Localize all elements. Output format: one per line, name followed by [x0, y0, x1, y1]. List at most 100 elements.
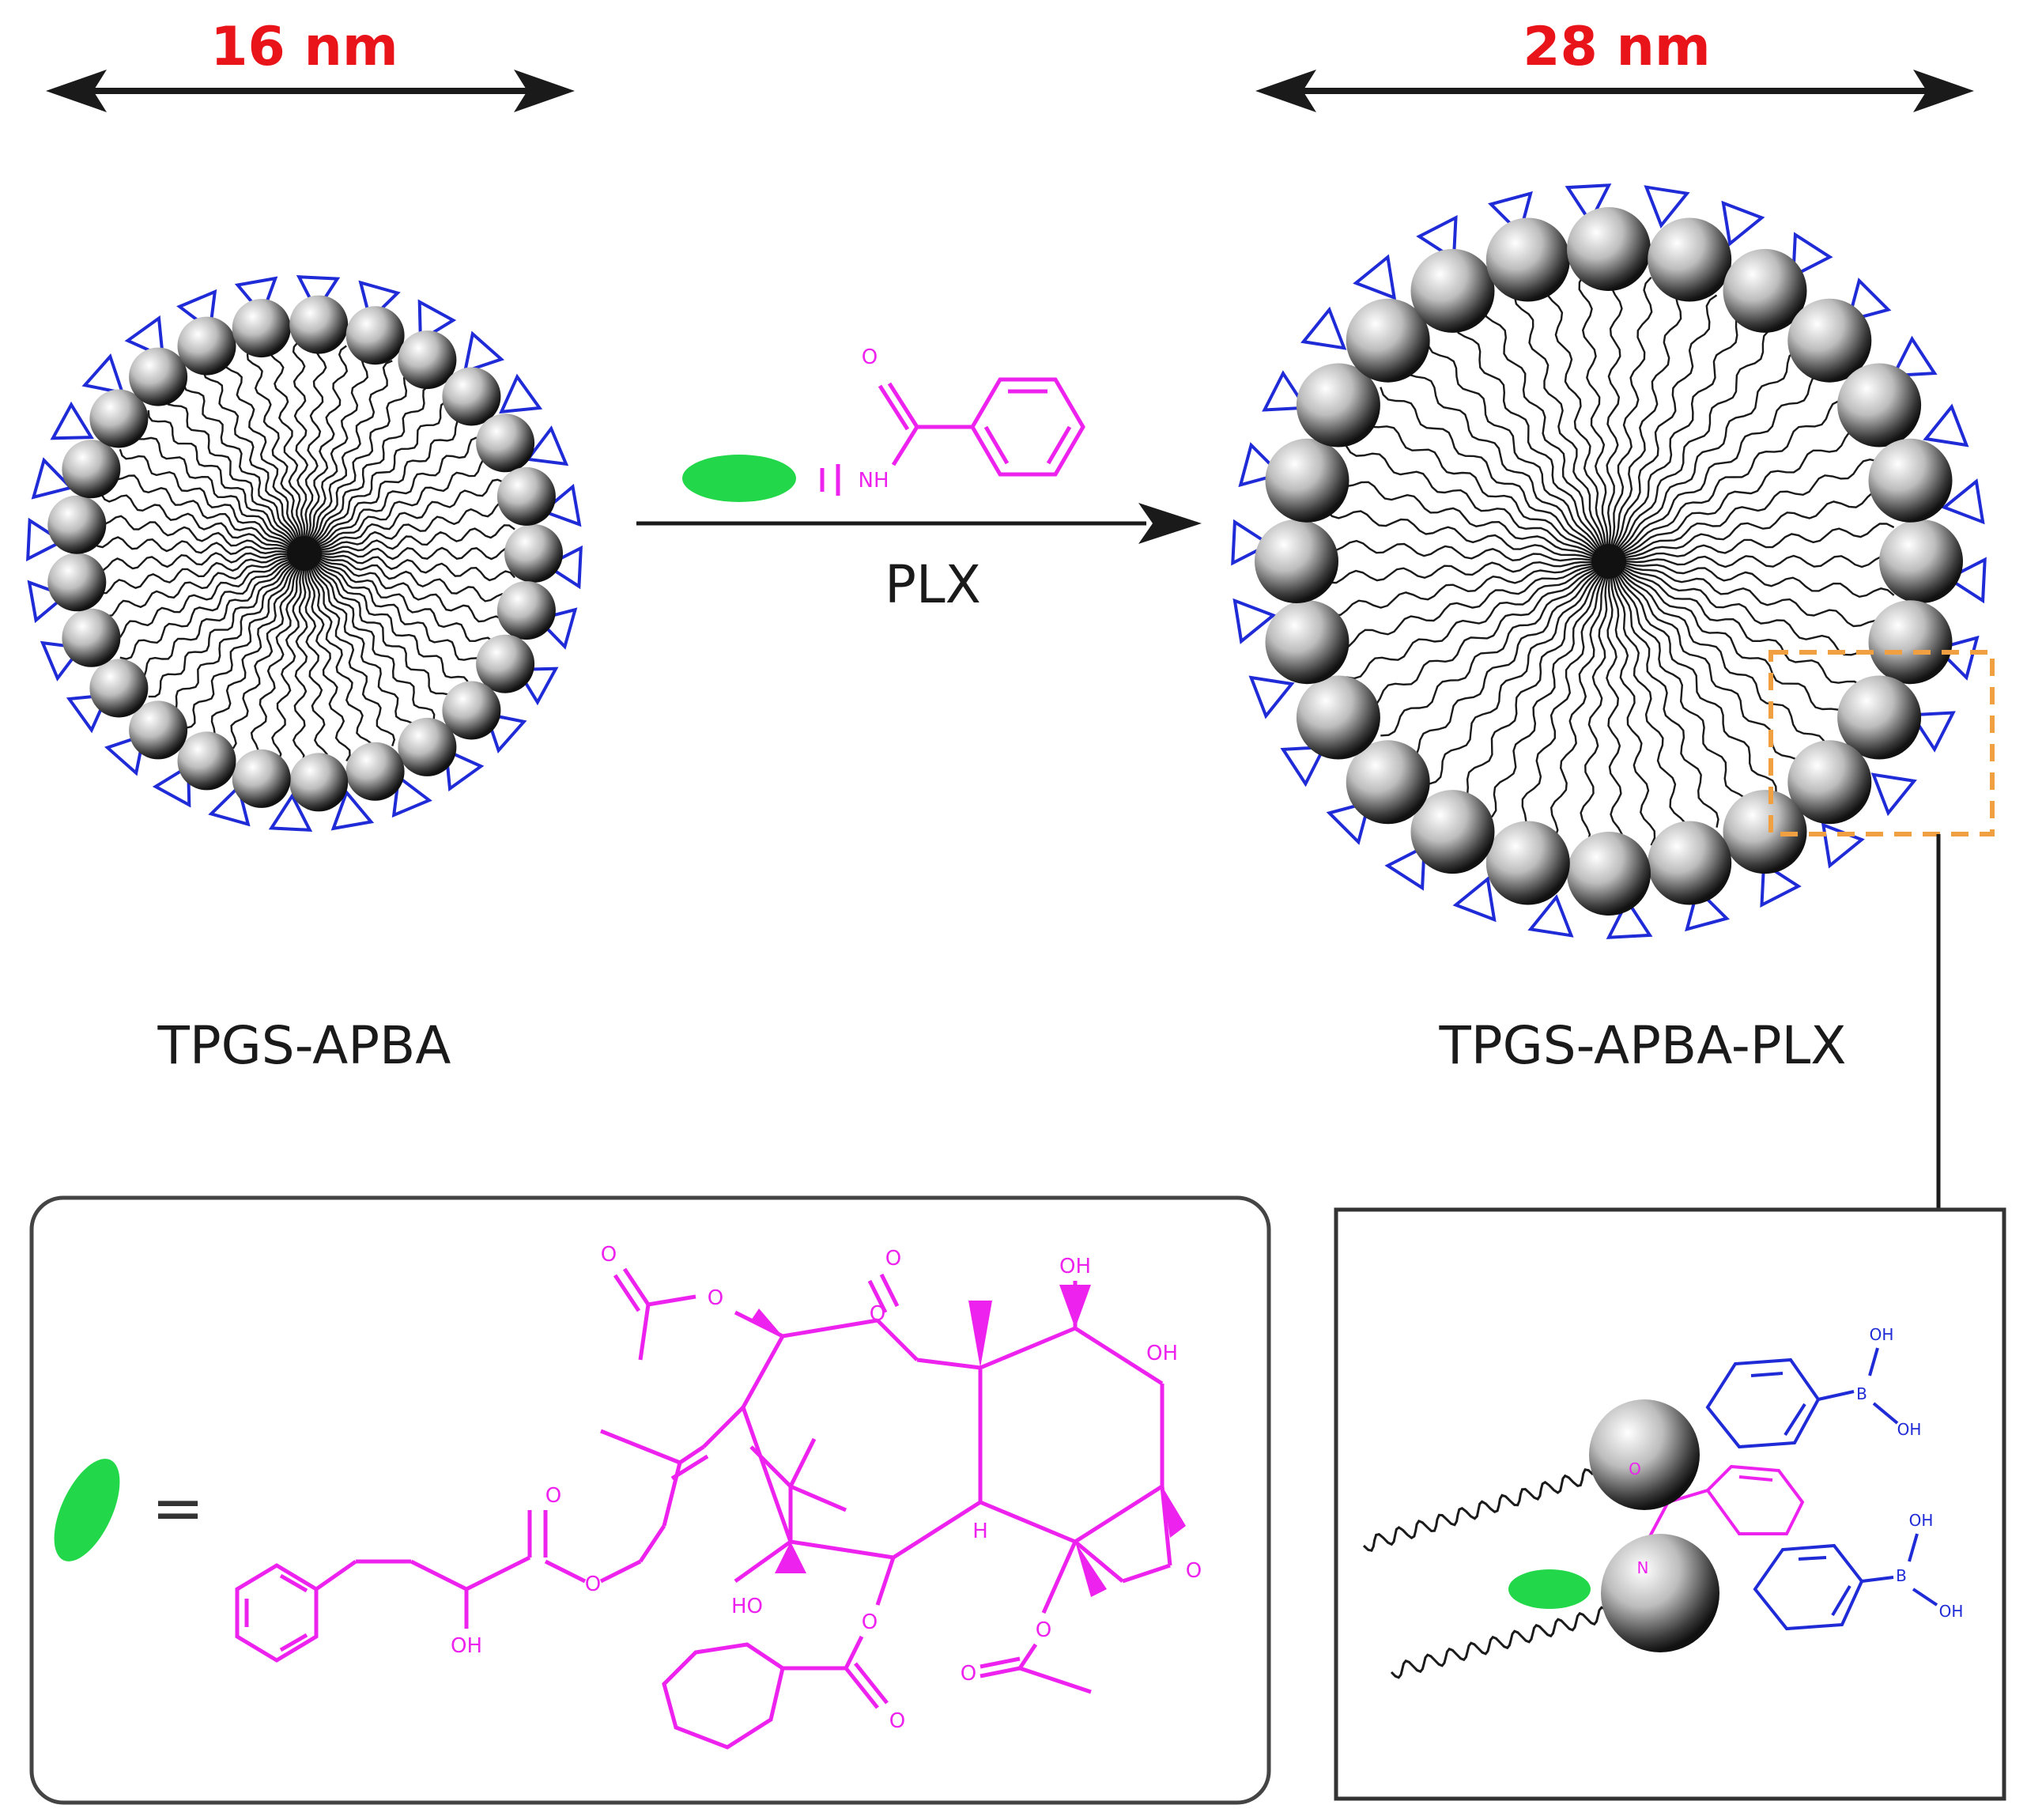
- large-micelle-head-sphere: [1296, 675, 1380, 760]
- large-micelle-head-sphere: [1648, 821, 1732, 905]
- large-micelle-tail: [1361, 568, 1598, 709]
- large-micelle-tail: [1546, 280, 1607, 548]
- large-micelle-ligand-triangle: [1248, 675, 1295, 719]
- small-micelle-ligand-triangle: [81, 353, 125, 395]
- large-micelle-ligand-triangle: [1488, 191, 1533, 236]
- small-micelle-head-sphere: [177, 731, 236, 791]
- large-micelle-tail: [1334, 565, 1596, 649]
- small-micelle-tail: [119, 448, 293, 548]
- chem-side-o1: O: [961, 1662, 976, 1686]
- small-micelle-ligand-triangle: [50, 401, 94, 440]
- chem-oh-2: OH: [1146, 1342, 1178, 1365]
- small-micelle-ligand-triangle: [40, 640, 84, 682]
- small-micelle-tail: [315, 560, 484, 669]
- inset-head-sphere-bottom: [1601, 1534, 1719, 1652]
- large-micelle-tail: [1454, 318, 1602, 550]
- small-micelle-ligand-triangle: [484, 712, 527, 754]
- small-micelle-ligand-triangle: [462, 330, 505, 374]
- small-micelle-tail: [183, 378, 297, 542]
- small-micelle-ligand-triangle: [543, 545, 583, 590]
- small-micelle-tail: [309, 360, 393, 542]
- small-micelle-ligand-triangle: [525, 425, 569, 466]
- large-micelle-head-sphere: [1410, 790, 1495, 874]
- large-micelle-tail: [1622, 554, 1897, 568]
- micelle-label-right: TPGS-APBA-PLX: [1438, 1015, 1846, 1076]
- inset-amide-n: N: [1637, 1558, 1649, 1577]
- small-micelle-tail: [246, 348, 302, 540]
- small-micelle-ligand-triangle: [152, 764, 191, 808]
- large-micelle-tail: [1325, 509, 1595, 560]
- chem-side-o2: O: [870, 1302, 885, 1326]
- small-micelle-tail: [316, 558, 496, 648]
- chem-o-3: O: [601, 1243, 617, 1267]
- small-micelle-tail: [306, 345, 349, 540]
- small-micelle-tail: [250, 567, 302, 760]
- small-micelle-tail: [269, 343, 304, 540]
- chem-o-6: O: [889, 1709, 905, 1733]
- small-micelle-head-sphere: [289, 295, 349, 354]
- large-micelle-tail: [1402, 570, 1599, 763]
- large-micelle-tail: [1620, 399, 1848, 554]
- large-micelle-tail: [1621, 428, 1865, 556]
- small-micelle-tail: [108, 470, 292, 549]
- chem-o-1: O: [545, 1484, 561, 1508]
- small-micelle-head-sphere: [345, 306, 405, 365]
- inset-amide-o: O: [1629, 1459, 1641, 1478]
- size-label-left: 16 nm: [210, 16, 398, 78]
- micelle-large: [1231, 183, 1987, 939]
- small-micelle-head-sphere: [398, 717, 457, 776]
- micelle-small: [26, 275, 583, 832]
- inset-b2-oh2: OH: [1939, 1602, 1964, 1621]
- large-micelle-core: [1591, 544, 1626, 579]
- small-micelle-tail: [148, 562, 295, 698]
- micelle-label-left: TPGS-APBA: [157, 1015, 451, 1076]
- small-micelle-tail: [100, 493, 292, 551]
- large-micelle-tail: [1427, 338, 1601, 551]
- small-micelle-ligand-triangle: [540, 483, 582, 527]
- small-micelle-head-sphere: [89, 659, 149, 718]
- small-micelle-ligand-triangle: [515, 666, 559, 706]
- small-micelle-head-sphere: [62, 608, 121, 667]
- small-micelle-ligand-triangle: [330, 789, 375, 831]
- large-micelle-ligand-triangle: [1232, 598, 1277, 644]
- large-micelle-ligand-triangle: [1416, 215, 1458, 262]
- inset-boron-1: B: [1856, 1384, 1867, 1403]
- large-micelle-tail: [1333, 477, 1596, 558]
- chem-o-7: O: [1036, 1618, 1051, 1642]
- large-micelle-ligand-triangle: [1821, 822, 1865, 869]
- large-micelle-head-sphere: [1648, 217, 1732, 302]
- large-micelle-head-sphere: [1296, 363, 1380, 447]
- small-micelle-ligand-triangle: [234, 276, 278, 318]
- small-micelle-tail: [292, 341, 309, 540]
- small-micelle-ligand-triangle: [176, 289, 217, 333]
- small-micelle-tail: [133, 561, 294, 680]
- small-micelle-ligand-triangle: [66, 693, 110, 734]
- small-micelle-head-sphere: [496, 466, 556, 526]
- large-micelle-tail: [1606, 575, 1624, 849]
- large-micelle-tail: [1621, 565, 1879, 663]
- small-micelle-ligand-triangle: [444, 748, 485, 792]
- large-micelle-tail: [1455, 572, 1602, 806]
- large-micelle-tail: [1617, 348, 1803, 552]
- large-micelle-ligand-triangle: [1280, 745, 1327, 787]
- small-micelle-ligand-triangle: [124, 315, 165, 359]
- large-micelle-head-sphere: [1837, 675, 1922, 760]
- chem-o-4: O: [708, 1286, 723, 1310]
- size-label-right: 28 nm: [1523, 16, 1711, 78]
- small-micelle-ligand-triangle: [27, 580, 69, 624]
- large-micelle-ligand-triangle: [1685, 886, 1730, 932]
- large-micelle-ligand-triangle: [1941, 478, 1985, 525]
- large-micelle-tail: [1321, 539, 1595, 562]
- size-arrow-right: [1255, 70, 1974, 112]
- small-micelle-tail: [318, 553, 515, 582]
- small-micelle-tail: [318, 555, 511, 602]
- large-micelle-tail: [1618, 569, 1828, 750]
- large-micelle-tail: [1380, 568, 1599, 737]
- large-micelle-ligand-triangle: [1300, 306, 1347, 350]
- large-micelle-head-sphere: [1787, 298, 1872, 383]
- large-micelle-ligand-triangle: [1262, 370, 1308, 412]
- large-micelle-tail: [1614, 573, 1750, 814]
- large-micelle-head-sphere: [1868, 438, 1953, 523]
- large-micelle-ligand-triangle: [1890, 335, 1938, 378]
